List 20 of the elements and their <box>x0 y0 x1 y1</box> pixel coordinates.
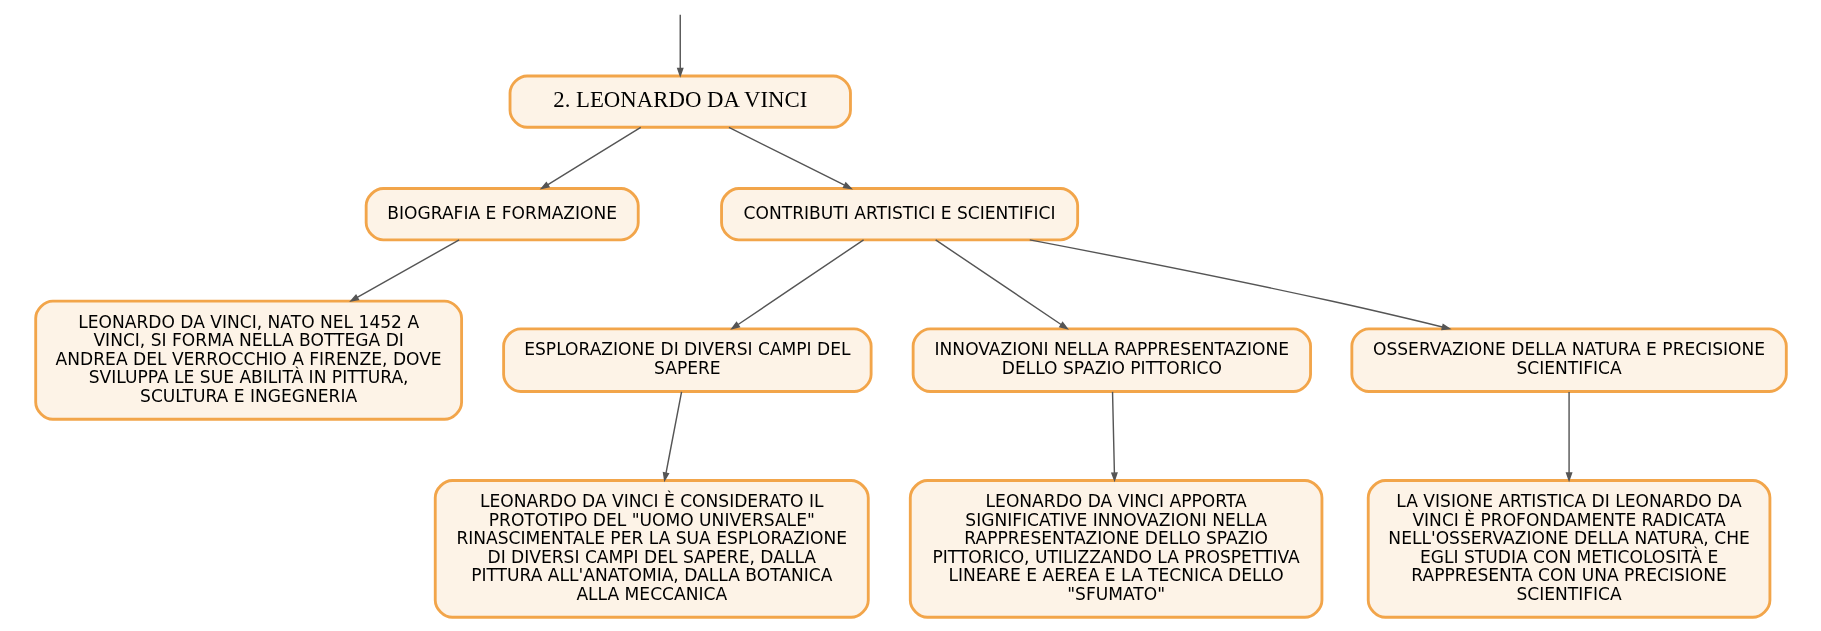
node-box: BIOGRAFIA E FORMAZIONE <box>364 187 640 242</box>
arrow <box>539 126 641 190</box>
node-box: CONTRIBUTI ARTISTICI E SCIENTIFICI <box>719 187 1079 242</box>
arrow <box>676 14 684 78</box>
node-box: OSSERVAZIONE DELLA NATURA E PRECISIONE SCIENTIFICA <box>1349 327 1788 393</box>
node-box: LA VISIONE ARTISTICA DI LEONARDO DA VINCI È PROFONDAMENTE RADICATA NELL'OSSERVAZIONE DELLA NATURA, CHE EGLI STUDIA CON METICOLOSITÀ E RAPPRESENTA CON UNA PRECISIONE SCIENTIFICA <box>1366 479 1771 619</box>
arrow <box>934 239 1069 330</box>
arrow <box>729 239 864 330</box>
arrow <box>348 239 460 302</box>
node-box: INNOVAZIONI NELLA RAPPRESENTAZIONE DELLO SPAZIO PITTORICO <box>911 327 1312 393</box>
arrow <box>662 391 682 483</box>
node-box: LEONARDO DA VINCI, NATO NEL 1452 A VINCI, SI FORMA NELLA BOTTEGA DI ANDREA DEL VERROCCHIO A FIRENZE, DOVE SVILUPPA LE SUE ABILITÀ IN PITTURA, SCULTURA E INGEGNERIA <box>33 299 463 421</box>
node-box: LEONARDO DA VINCI È CONSIDERATO IL PROTOTIPO DEL "UOMO UNIVERSALE" RINASCIMENTALE PER LA SUA ESPLORAZIONE DI DIVERSI CAMPI DEL SAPERE, DALLA PITTURA ALL'ANATOMIA, DALLA BOTANICA ALLA MECCANICA <box>433 479 870 619</box>
node-box: 2. LEONARDO DA VINCI <box>508 74 852 129</box>
arrow <box>1565 391 1573 483</box>
arrow <box>727 126 853 190</box>
arrow <box>1110 391 1118 483</box>
node-box: ESPLORAZIONE DI DIVERSI CAMPI DEL SAPERE <box>501 327 873 393</box>
node-box: LEONARDO DA VINCI APPORTA SIGNIFICATIVE INNOVAZIONI NELLA RAPPRESENTAZIONE DELLO SPAZIO PITTORICO, UTILIZZANDO LA PROSPETTIVA LINEARE E AEREA E LA TECNICA DELLO "SFUMATO" <box>908 479 1323 619</box>
arrow <box>1028 239 1452 331</box>
